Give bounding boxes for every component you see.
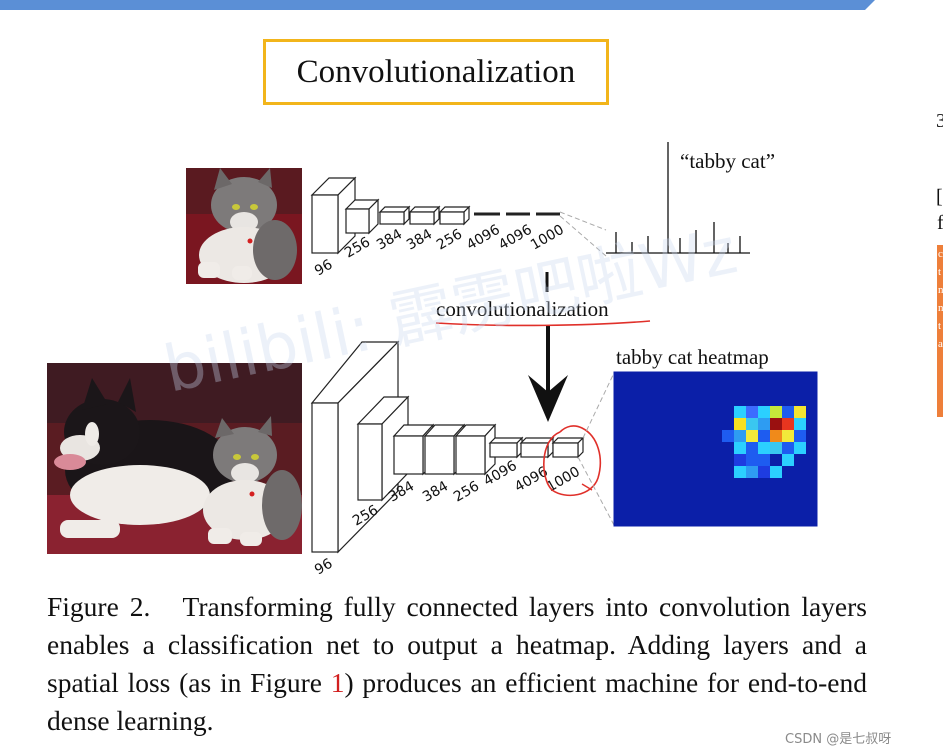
csdn-watermark: CSDN @是七叔呀 bbox=[785, 728, 891, 747]
bottom-label-384b: 384 bbox=[420, 478, 451, 505]
top-label-96: 96 bbox=[312, 257, 336, 280]
caption-prefix: Figure 2. bbox=[47, 591, 150, 622]
fcn-figure: 96 256 384 384 256 4096 4096 1000 “tabby… bbox=[0, 0, 943, 585]
bottom-label-256b: 256 bbox=[451, 478, 482, 505]
top-label-4096a: 4096 bbox=[464, 222, 503, 254]
top-label-384b: 384 bbox=[404, 226, 435, 253]
heatmap-label: tabby cat heatmap bbox=[616, 345, 769, 369]
cat-photo bbox=[186, 168, 302, 284]
top-label-256b: 256 bbox=[434, 226, 465, 253]
red-tick-mark bbox=[582, 484, 592, 490]
heatmap bbox=[614, 372, 817, 526]
figure-ref-link[interactable]: 1 bbox=[331, 667, 345, 698]
top-label-384a: 384 bbox=[374, 226, 405, 253]
top-label-4096b: 4096 bbox=[496, 222, 535, 254]
top-class-label: “tabby cat” bbox=[680, 149, 775, 173]
bottom-label-96: 96 bbox=[312, 556, 336, 579]
figure-caption: Figure 2. Transforming fully connected l… bbox=[47, 588, 867, 740]
bottom-label-1000: 1000 bbox=[544, 464, 583, 496]
